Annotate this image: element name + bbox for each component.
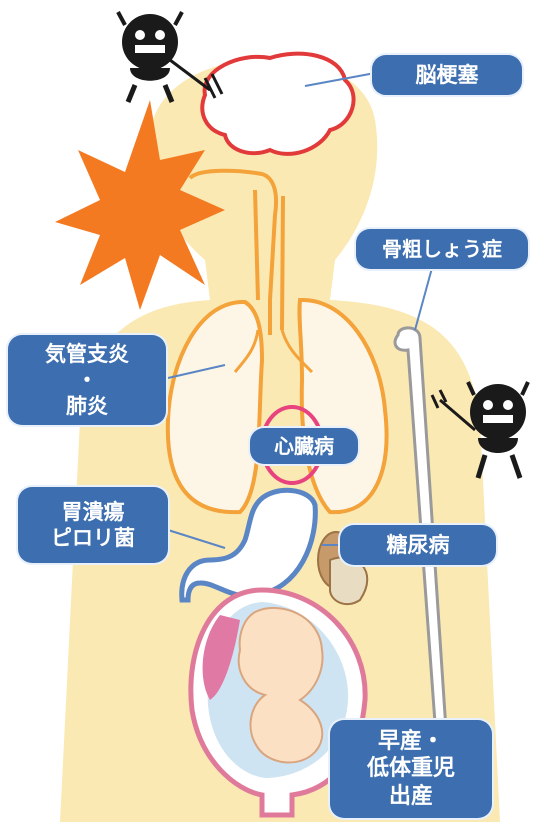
label-osteoporosis-text: 骨粗しょう症 bbox=[382, 236, 502, 261]
label-bronchitis-line3: 肺炎 bbox=[66, 394, 108, 419]
label-stomach-line1: 胃潰瘍 bbox=[61, 499, 125, 524]
label-diabetes: 糖尿病 bbox=[340, 525, 496, 565]
label-birth: 早産・ 低体重児 出産 bbox=[330, 720, 492, 818]
label-heart: 心臓病 bbox=[250, 428, 358, 464]
lung-left bbox=[165, 299, 265, 515]
label-birth-line1: 早産・ bbox=[377, 728, 444, 754]
placenta bbox=[202, 615, 240, 700]
devil-with-trident-icon bbox=[430, 381, 530, 479]
stomach bbox=[179, 487, 318, 603]
label-bronchitis-line1: 気管支炎 bbox=[45, 341, 129, 366]
esophagus bbox=[188, 168, 279, 335]
label-bronchitis: 気管支炎 ・ 肺炎 bbox=[8, 335, 166, 425]
label-bronchitis-line2: ・ bbox=[76, 367, 98, 392]
devil-with-trident-icon bbox=[116, 11, 224, 103]
label-stroke-text: 脳梗塞 bbox=[415, 62, 479, 87]
label-heart-text: 心臓病 bbox=[274, 433, 334, 458]
brain bbox=[200, 51, 356, 156]
label-diabetes-text: 糖尿病 bbox=[386, 532, 450, 557]
bronchi bbox=[233, 329, 314, 374]
trachea bbox=[253, 189, 285, 331]
leader-lines bbox=[167, 72, 433, 549]
label-birth-line2: 低体重児 bbox=[366, 756, 455, 782]
fetus bbox=[237, 607, 324, 764]
label-stomach-line2: ピロリ菌 bbox=[51, 526, 135, 550]
label-stomach: 胃潰瘍 ピロリ菌 bbox=[18, 487, 168, 563]
label-osteoporosis: 骨粗しょう症 bbox=[356, 229, 528, 269]
label-birth-line3: 出産 bbox=[388, 783, 433, 809]
explosion-icon bbox=[55, 100, 225, 310]
label-stroke: 脳梗塞 bbox=[372, 55, 522, 95]
